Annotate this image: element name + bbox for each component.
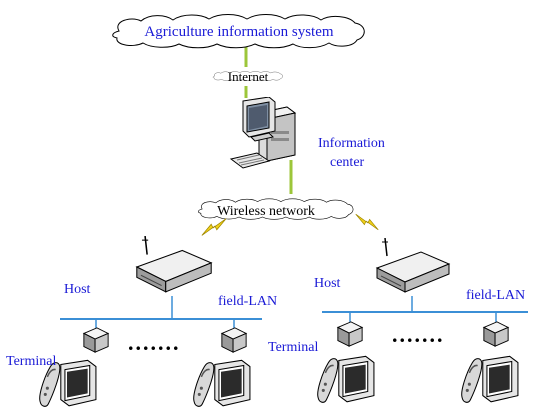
handheld-terminal-icon-l2 <box>192 359 251 408</box>
info-center-label-line1: Information <box>318 136 385 151</box>
fieldlan-right-label: field-LAN <box>466 288 525 303</box>
fieldlan-left-label: field-LAN <box>218 294 277 309</box>
lightning-bolt-icon-right <box>355 213 379 231</box>
network-node-icon-r2 <box>483 321 509 347</box>
wireless-label: Wireless network <box>217 204 315 219</box>
internet-label: Internet <box>228 69 269 84</box>
host-left-label: Host <box>64 282 91 297</box>
network-node-icon-l1 <box>83 327 109 353</box>
system-label: Agriculture information system <box>144 24 333 40</box>
network-node-icon-r1 <box>337 321 363 347</box>
wireless-router-icon-left <box>136 236 212 293</box>
info-center-label-line2: center <box>330 155 365 170</box>
dots-right: ....... <box>392 322 445 347</box>
handheld-terminal-icon-r2 <box>460 355 519 404</box>
terminal-left-label: Terminal <box>6 354 56 369</box>
lightning-bolt-icon-left <box>201 218 227 236</box>
host-right-label: Host <box>314 276 341 291</box>
network-node-icon-l2 <box>221 327 247 353</box>
handheld-terminal-icon-r1 <box>316 355 375 404</box>
terminal-right-label: Terminal <box>268 340 318 355</box>
wireless-router-icon-right <box>376 238 450 293</box>
desktop-computer-icon <box>230 97 296 169</box>
dots-left: ....... <box>128 330 181 355</box>
